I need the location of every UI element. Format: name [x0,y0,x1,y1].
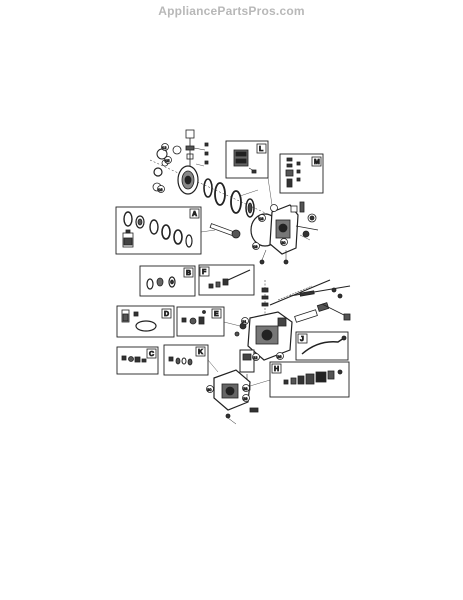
part-number-20: 20 [281,240,286,245]
callout-box-h: H [269,361,350,398]
callout-letter-c: C [149,351,154,358]
callout-box-f: F [198,264,255,296]
callout-box-m: M [279,153,324,194]
callout-box-e: E [176,306,225,337]
part-number-12: 12 [162,145,167,150]
callout-box-j: J [295,331,349,361]
upper-pump-assembly: 12 15 16 18 19 20 [149,129,319,265]
callout-letter-h: H [274,366,279,373]
callout-letter-f: F [202,269,207,276]
callout-box-g [289,285,351,321]
part-number-16: 16 [158,187,163,192]
callout-box-l: L [225,140,269,179]
callout-letter-k: K [198,349,203,356]
callout-letter-l: L [259,146,264,153]
callout-letter-m: M [314,159,320,166]
callout-box-k: K [163,344,209,376]
callout-letter-a: A [192,211,197,218]
leader-lines [200,177,273,387]
part-number-28: 28 [243,386,248,391]
part-number-22: 22 [253,355,258,360]
part-number-19: 19 [253,244,258,249]
watermark: AppliancePartsPros.com [158,4,305,18]
lower-pump-assembly: 21 22 26 28 29 30 [206,279,331,425]
part-number-21: 21 [242,319,247,324]
callout-letter-j: J [300,336,304,343]
callout-letter-e: E [214,311,219,318]
part-number-15: 15 [165,158,170,163]
part-number-18: 18 [259,216,264,221]
callout-box-b: B [139,265,196,297]
callout-box-c: C [116,346,159,375]
callout-letter-b: B [186,270,191,277]
part-number-26: 26 [277,354,282,359]
callout-box-d: D [116,305,175,338]
callout-box-a: A [115,206,202,255]
callout-letter-d: D [164,311,169,318]
part-number-29: 29 [243,396,248,401]
part-number-30: 30 [207,387,212,392]
